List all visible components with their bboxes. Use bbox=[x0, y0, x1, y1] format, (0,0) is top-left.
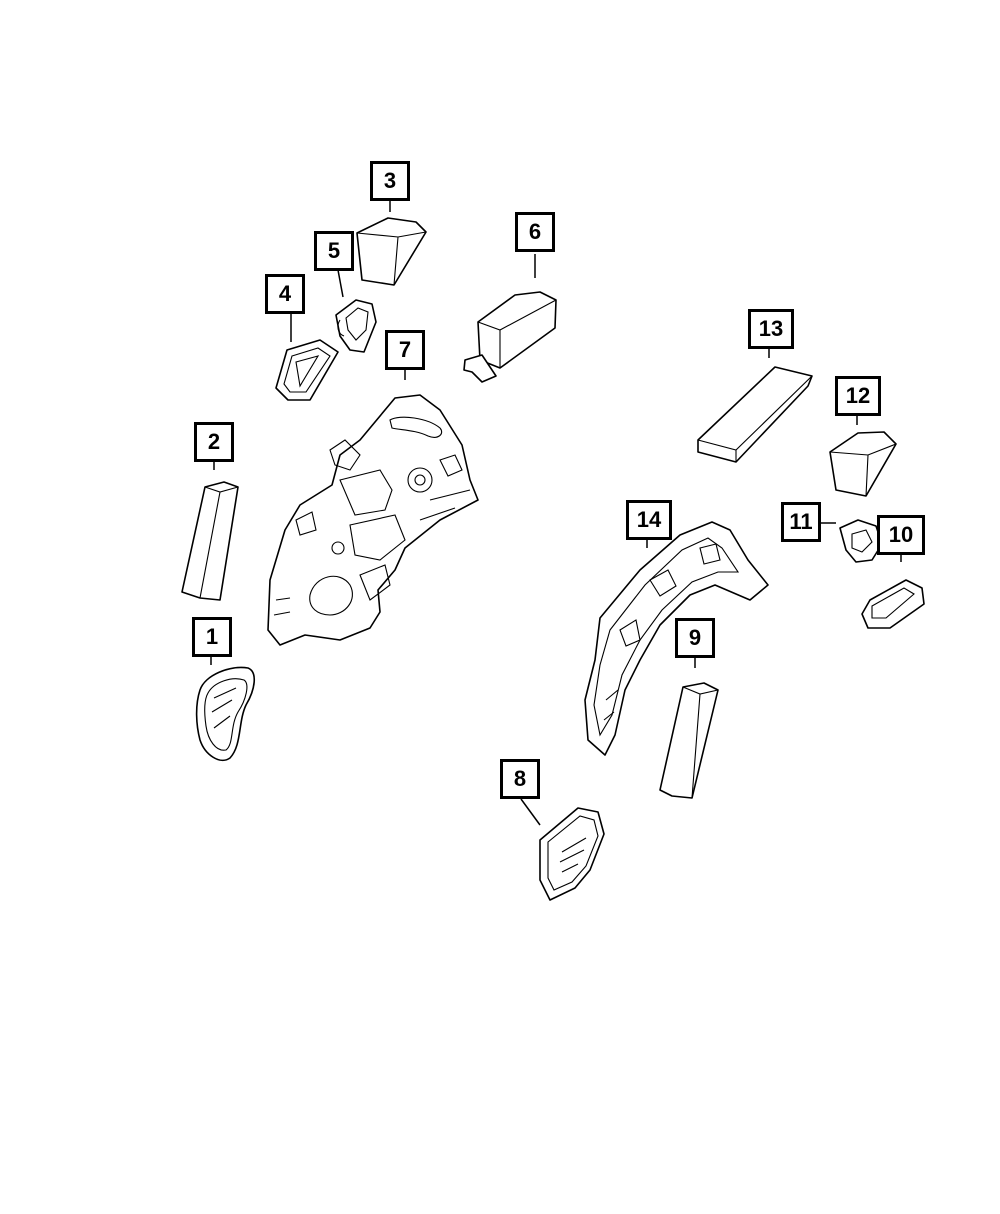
callout-12: 12 bbox=[835, 376, 881, 416]
callout-7: 7 bbox=[385, 330, 425, 370]
part-13-foam-pad bbox=[697, 366, 813, 463]
callout-9: 9 bbox=[675, 618, 715, 658]
part-3-foam-block bbox=[356, 217, 427, 286]
part-14-wheelhouse bbox=[584, 521, 769, 756]
part-1-seal bbox=[195, 666, 255, 762]
part-9-foam-block bbox=[659, 682, 719, 799]
callout-10: 10 bbox=[877, 515, 925, 555]
callout-2: 2 bbox=[194, 422, 234, 462]
leader-lines bbox=[210, 201, 902, 826]
callout-13: 13 bbox=[748, 309, 794, 349]
part-8-cover bbox=[539, 807, 605, 901]
callout-3: 3 bbox=[370, 161, 410, 201]
callout-1: 1 bbox=[192, 617, 232, 657]
callout-8: 8 bbox=[500, 759, 540, 799]
part-6-insulator bbox=[463, 291, 557, 383]
callout-6: 6 bbox=[515, 212, 555, 252]
callout-14: 14 bbox=[626, 500, 672, 540]
part-11-clip bbox=[839, 519, 883, 563]
part-7-panel bbox=[267, 394, 479, 646]
part-5-bracket bbox=[335, 299, 377, 353]
callout-5: 5 bbox=[314, 231, 354, 271]
part-4-bracket bbox=[275, 339, 339, 401]
part-12-foam-block bbox=[829, 431, 897, 497]
callout-4: 4 bbox=[265, 274, 305, 314]
part-10-bracket bbox=[861, 579, 925, 629]
part-2-foam-block bbox=[181, 481, 239, 601]
callout-11: 11 bbox=[781, 502, 821, 542]
